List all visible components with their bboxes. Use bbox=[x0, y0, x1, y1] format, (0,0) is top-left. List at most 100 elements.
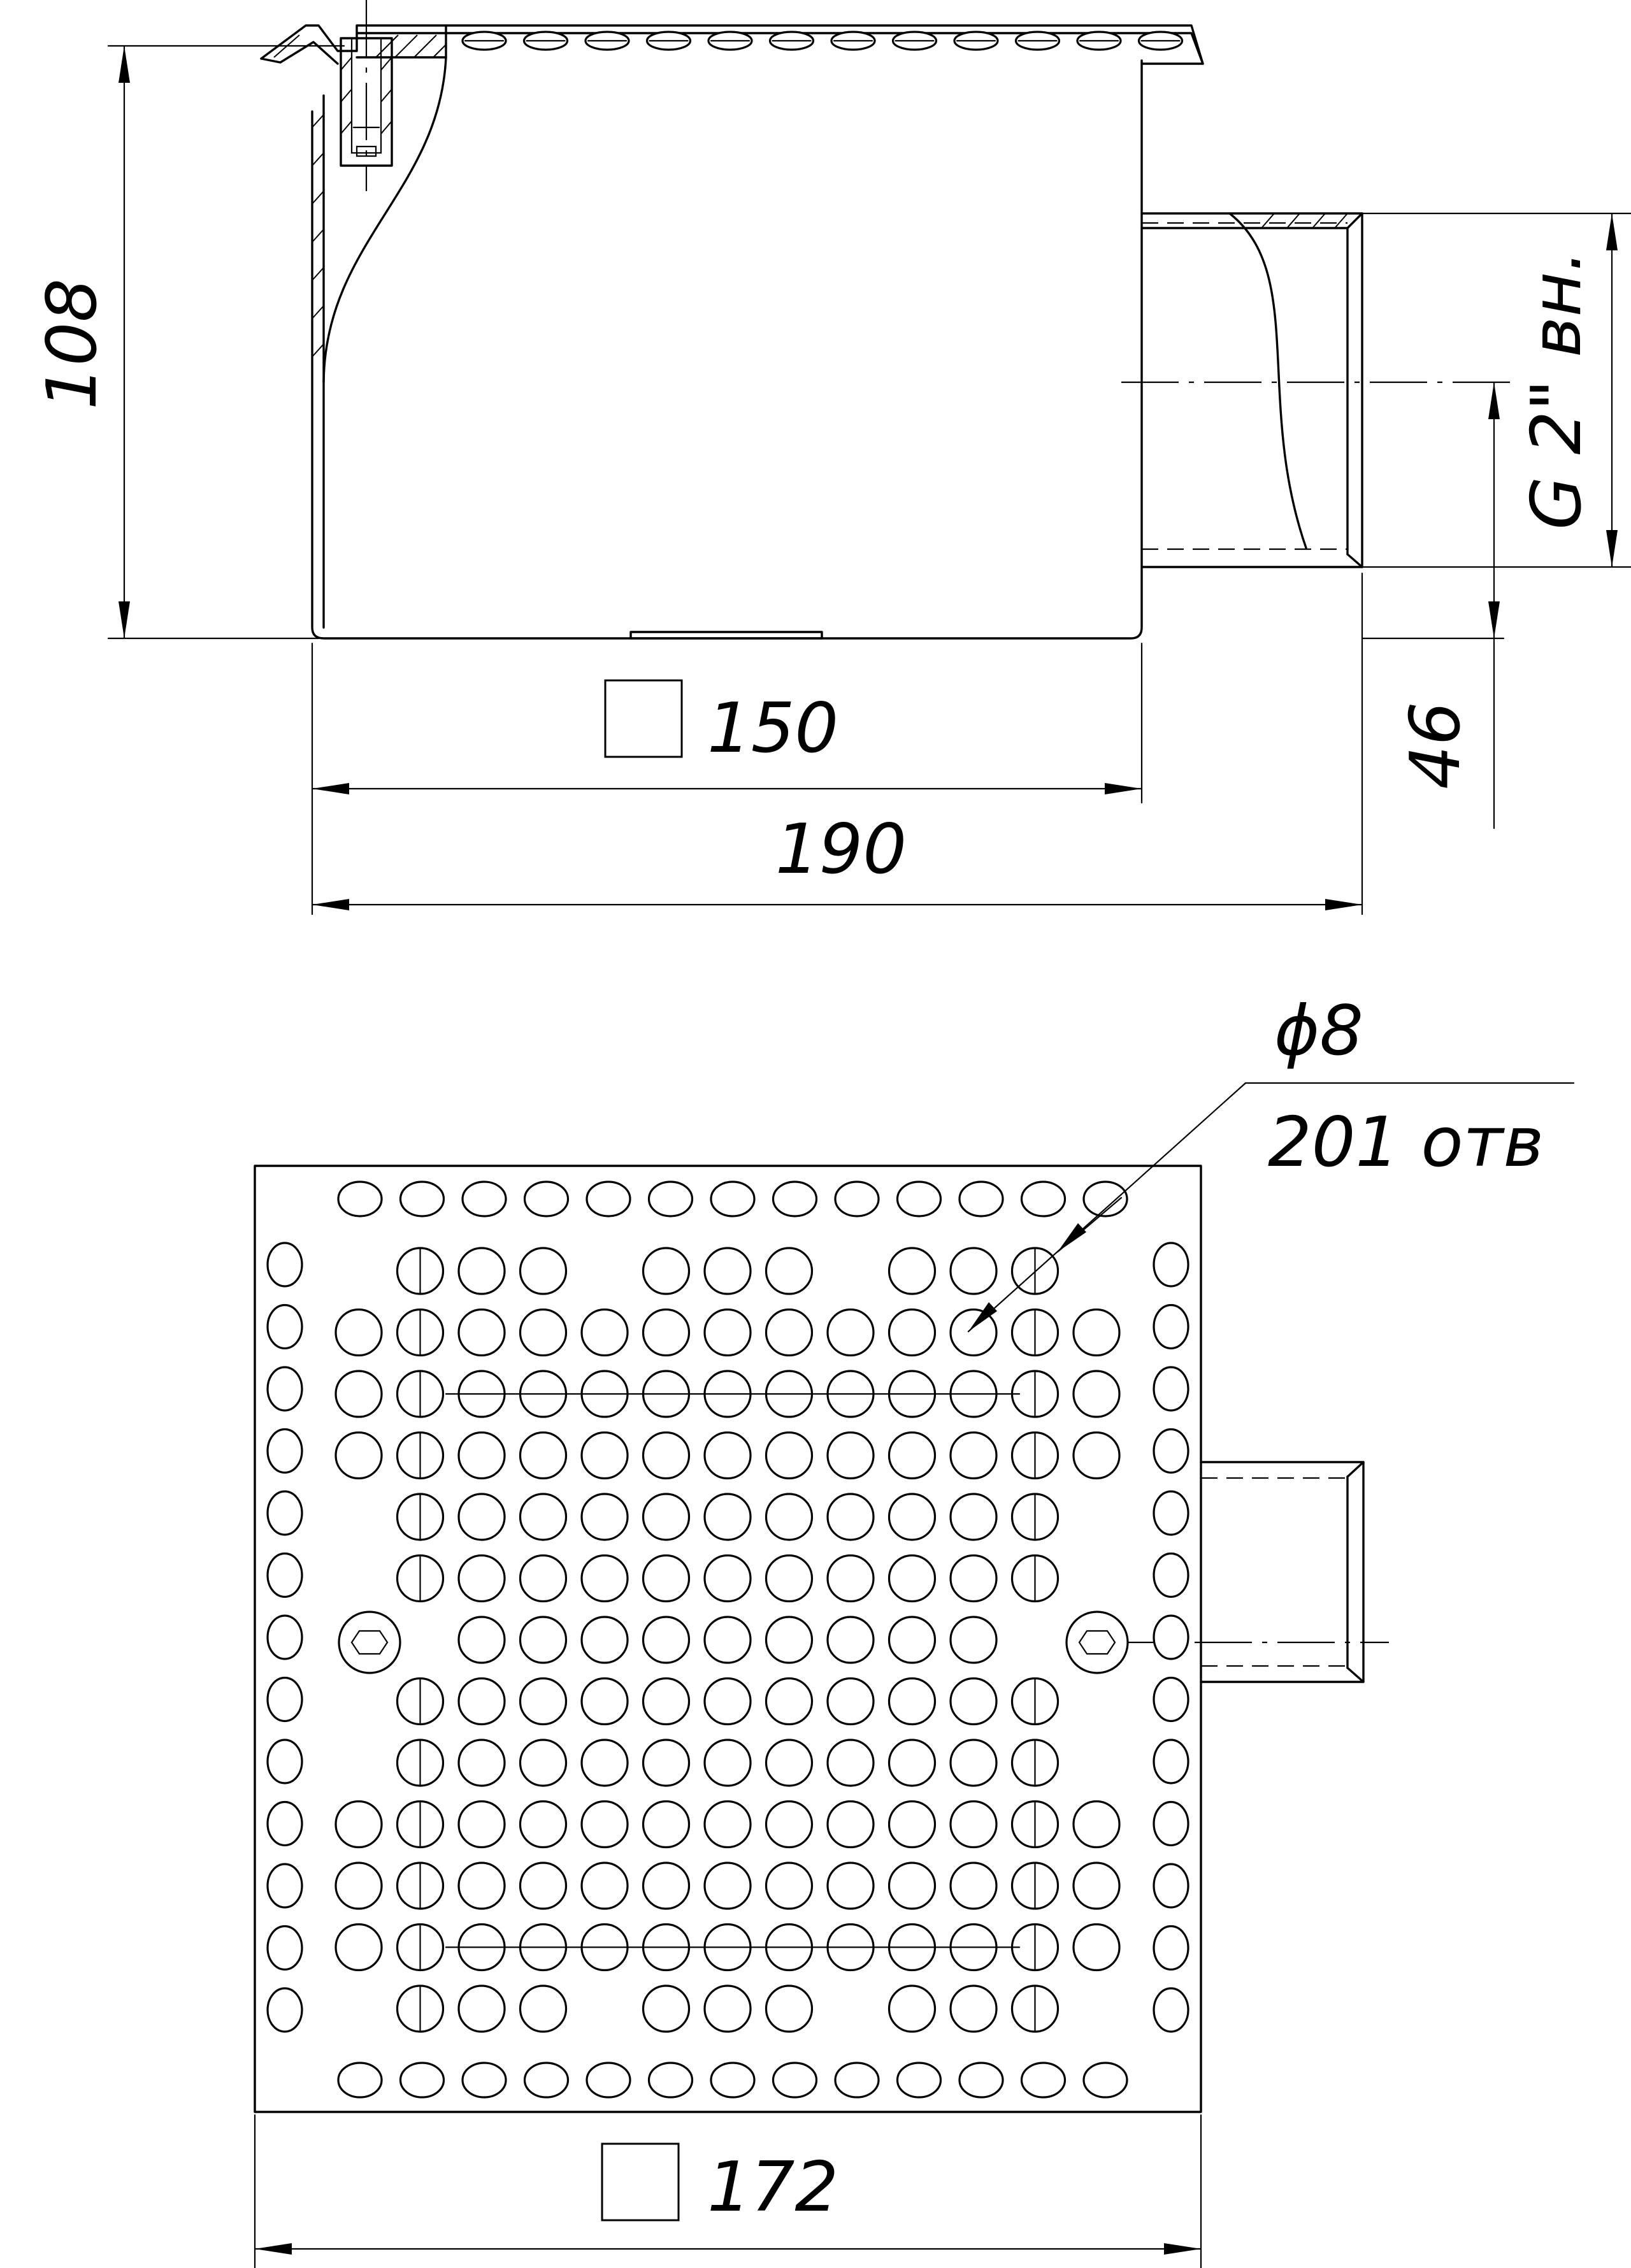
grate-hole bbox=[765, 1677, 814, 1726]
grate-hole bbox=[703, 1616, 752, 1664]
edge-hole bbox=[1153, 1676, 1189, 1723]
grate-hole bbox=[826, 1739, 875, 1787]
grate-hole bbox=[826, 1431, 875, 1480]
edge-hole bbox=[1153, 1366, 1189, 1412]
grate-hole bbox=[642, 1800, 691, 1849]
grate-hole bbox=[887, 1247, 937, 1295]
grate-hole bbox=[703, 1308, 752, 1357]
square-symbol-plan bbox=[601, 2142, 680, 2221]
grate-hole bbox=[519, 1862, 568, 1910]
grate-hole bbox=[1072, 1308, 1121, 1357]
grate-hole bbox=[765, 1616, 814, 1664]
grate-hole bbox=[642, 1308, 691, 1357]
edge-hole bbox=[266, 1552, 303, 1598]
grate-hole bbox=[765, 1308, 814, 1357]
dim-width-190: 190 bbox=[775, 810, 907, 889]
grate-hole bbox=[826, 1554, 875, 1603]
edge-hole bbox=[337, 1181, 383, 1217]
grate-hole bbox=[642, 1739, 691, 1787]
edge-hole bbox=[399, 1181, 445, 1217]
plan-outlet-pipe bbox=[1200, 1461, 1365, 1683]
grate-hole bbox=[457, 1247, 506, 1295]
edge-hole bbox=[266, 1242, 303, 1288]
edge-hole bbox=[266, 1800, 303, 1847]
grate-hole bbox=[334, 1308, 383, 1357]
edge-hole bbox=[266, 1303, 303, 1350]
edge-hole bbox=[266, 1614, 303, 1660]
grate-hole bbox=[765, 1800, 814, 1849]
edge-hole bbox=[1153, 1552, 1189, 1598]
edge-hole bbox=[958, 2062, 1004, 2099]
grate-hole bbox=[519, 1616, 568, 1664]
edge-hole bbox=[1153, 1987, 1189, 2033]
edge-hole bbox=[586, 1181, 631, 1217]
edge-hole bbox=[647, 2062, 694, 2099]
edge-hole bbox=[1153, 1428, 1189, 1474]
grate-hole bbox=[642, 1984, 691, 2033]
grate-hole bbox=[457, 1554, 506, 1603]
grate-hole bbox=[642, 1616, 691, 1664]
grate-hole bbox=[703, 1739, 752, 1787]
grate-hole bbox=[949, 1862, 998, 1910]
grate-hole bbox=[457, 1739, 506, 1787]
edge-hole bbox=[266, 1987, 303, 2033]
grate-hole bbox=[826, 1616, 875, 1664]
grate-hole bbox=[765, 1247, 814, 1295]
edge-hole bbox=[523, 1181, 570, 1217]
edge-hole bbox=[647, 1181, 694, 1217]
grate-hole bbox=[580, 1308, 629, 1357]
grate-hole bbox=[949, 1431, 998, 1480]
grate-hole bbox=[887, 1431, 937, 1480]
wall-hatching bbox=[312, 114, 324, 357]
grate-hole bbox=[642, 1862, 691, 1910]
edge-hole bbox=[586, 2062, 631, 2099]
edge-hole bbox=[772, 2062, 818, 2099]
grate-hole bbox=[642, 1431, 691, 1480]
grate-hole bbox=[765, 1431, 814, 1480]
edge-hole bbox=[266, 1676, 303, 1723]
dim-flange-150: 150 bbox=[707, 689, 838, 768]
grate-hole bbox=[642, 1554, 691, 1603]
dim-hole-diameter: ϕ8 bbox=[1274, 991, 1363, 1071]
grate-hole bbox=[519, 1493, 568, 1541]
grate-hole bbox=[703, 1247, 752, 1295]
grate-holes bbox=[266, 1181, 1189, 2099]
dim-grate-172: 172 bbox=[707, 2148, 838, 2227]
side-view: 108 150 190 46 G 2" вн. bbox=[32, 0, 1631, 915]
dim-height-108: 108 bbox=[32, 278, 112, 410]
grate-hole bbox=[519, 1677, 568, 1726]
edge-hole bbox=[1082, 1181, 1128, 1217]
edge-hole bbox=[710, 1181, 756, 1217]
grate-hole bbox=[887, 1984, 937, 2033]
edge-hole bbox=[1020, 2062, 1067, 2099]
outlet-pipe bbox=[1140, 212, 1363, 568]
edge-hole bbox=[266, 1428, 303, 1474]
grate-hole bbox=[826, 1677, 875, 1726]
grate-hole bbox=[519, 1554, 568, 1603]
grate-hole bbox=[887, 1800, 937, 1849]
grate-hole bbox=[949, 1677, 998, 1726]
edge-hole bbox=[958, 1181, 1004, 1217]
grate-hole bbox=[334, 1862, 383, 1910]
grate-hole bbox=[642, 1493, 691, 1541]
edge-hole bbox=[266, 1366, 303, 1412]
edge-hole bbox=[1153, 1739, 1189, 1784]
grate-plate bbox=[254, 1165, 1202, 2113]
grate-hole bbox=[519, 1247, 568, 1295]
bottom-tab bbox=[629, 631, 823, 640]
plan-view: ϕ8 201 отв 172 bbox=[254, 991, 1575, 2268]
grate-hole bbox=[519, 1739, 568, 1787]
edge-hole bbox=[266, 1490, 303, 1536]
grate-hole bbox=[580, 1862, 629, 1910]
grate-hole bbox=[1072, 1800, 1121, 1849]
edge-hole bbox=[523, 2062, 570, 2099]
grate-hole bbox=[457, 1677, 506, 1726]
grate-hole bbox=[457, 1984, 506, 2033]
edge-hole bbox=[1020, 1181, 1067, 1217]
grate-hole bbox=[703, 1984, 752, 2033]
flange-top-holes bbox=[461, 31, 1184, 51]
square-symbol bbox=[604, 679, 683, 758]
edge-hole bbox=[266, 1739, 303, 1784]
dim-hole-count: 201 отв bbox=[1268, 1103, 1544, 1182]
